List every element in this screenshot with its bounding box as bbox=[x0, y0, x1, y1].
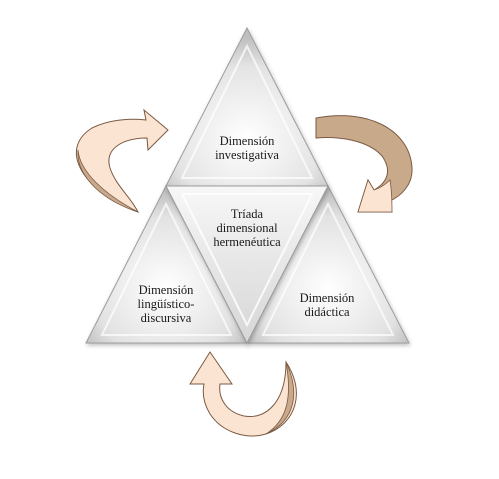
label-top-dimension: Dimensión investigativa bbox=[197, 134, 297, 162]
label-right-line-1: Dimensión bbox=[299, 291, 355, 305]
cycle-arrow-bottom bbox=[189, 351, 297, 437]
label-right-line-2: didáctica bbox=[304, 305, 350, 319]
label-left-line-2: lingüístico- bbox=[137, 297, 195, 311]
label-left-line-3: discursiva bbox=[140, 311, 192, 325]
label-left-line-1: Dimensión bbox=[138, 283, 194, 297]
triangle-center bbox=[165, 185, 329, 345]
label-top-line-1: Dimensión bbox=[219, 134, 275, 148]
triangle-top bbox=[165, 26, 329, 187]
cycle-arrow-right bbox=[315, 115, 413, 213]
label-center-line-2: dimensional bbox=[216, 221, 278, 235]
label-right-dimension: Dimensión didáctica bbox=[277, 291, 377, 319]
cycle-arrow-left bbox=[75, 108, 169, 213]
label-left-dimension: Dimensión lingüístico- discursiva bbox=[116, 283, 216, 325]
label-center-line-3: hermenéutica bbox=[213, 235, 281, 249]
label-center-line-1: Tríada bbox=[230, 207, 264, 221]
label-top-line-2: investigativa bbox=[215, 148, 279, 162]
label-center-triad: Tríada dimensional hermenéutica bbox=[197, 207, 297, 249]
